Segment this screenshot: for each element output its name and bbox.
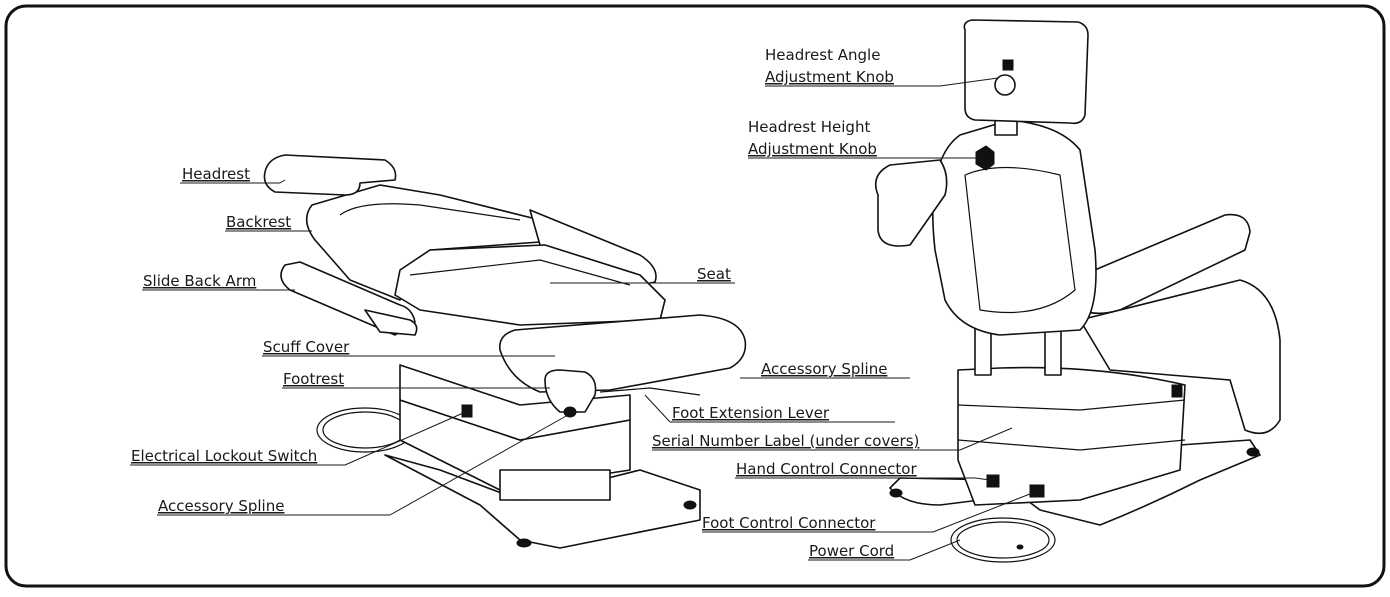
accessory-spline-front <box>563 406 577 418</box>
leader-lines <box>130 77 1036 561</box>
power-cord-coil-inner <box>956 521 1050 559</box>
label-headrest: Headrest <box>182 165 250 183</box>
lockout-switch-rear <box>1171 384 1183 398</box>
base-foot <box>1246 447 1260 457</box>
headrest-height-knob <box>975 145 995 171</box>
foot-control-connector-port <box>1029 484 1045 498</box>
label-foot-extension-lever: Foot Extension Lever <box>672 404 830 422</box>
base-foot <box>889 488 903 498</box>
label-slide-back-arm: Slide Back Arm <box>143 272 256 290</box>
label-electrical-lockout-switch: Electrical Lockout Switch <box>131 447 317 465</box>
headrest-angle-knob <box>994 74 1016 96</box>
label-headrest-height-line2: Adjustment Knob <box>748 140 877 158</box>
housing-seam <box>957 439 1186 451</box>
label-backrest: Backrest <box>226 213 291 231</box>
base-housing-rear <box>957 366 1186 506</box>
seat-cushion <box>394 244 666 326</box>
base-housing-upper <box>399 364 631 441</box>
label-headrest-angle-line2: Adjustment Knob <box>765 68 894 86</box>
headrest-pad <box>263 154 397 196</box>
label-power-cord: Power Cord <box>809 542 894 560</box>
backrest-seam <box>339 203 521 221</box>
label-headrest-angle-line1: Headrest Angle <box>765 46 880 64</box>
cord-clip <box>1016 544 1024 550</box>
label-headrest-height-line1: Headrest Height <box>748 118 870 136</box>
label-seat: Seat <box>697 265 731 283</box>
seat-seam <box>409 259 631 286</box>
footrest-bumper <box>544 369 597 413</box>
seat-side-rear <box>1079 279 1281 435</box>
label-footrest: Footrest <box>283 370 344 388</box>
label-scuff-cover: Scuff Cover <box>263 338 350 356</box>
backrest-panel <box>964 166 1076 314</box>
callout-labels: Headrest Backrest Slide Back Arm Seat Sc… <box>131 46 919 560</box>
headrest-rear <box>963 19 1089 125</box>
base-foot <box>683 500 697 510</box>
power-cord-coil <box>950 517 1056 563</box>
base-plate-front <box>384 454 701 549</box>
foot-extension-lever <box>599 387 701 396</box>
chair-rear-view <box>874 19 1281 563</box>
label-hand-control-connector: Hand Control Connector <box>736 460 917 478</box>
backrest-rear <box>932 119 1097 336</box>
label-foot-control-connector: Foot Control Connector <box>702 514 876 532</box>
label-accessory-spline-bottom: Accessory Spline <box>158 497 284 515</box>
label-accessory-spline-right: Accessory Spline <box>761 360 887 378</box>
label-serial-number: Serial Number Label (under covers) <box>652 432 919 450</box>
hand-control-connector-port <box>986 474 1000 488</box>
housing-seam <box>957 399 1186 411</box>
arm-left-front <box>364 309 418 336</box>
arm-left-rear <box>874 159 948 247</box>
base-column <box>499 469 611 501</box>
base-foot <box>516 538 532 548</box>
angle-knob-center <box>1002 59 1014 71</box>
